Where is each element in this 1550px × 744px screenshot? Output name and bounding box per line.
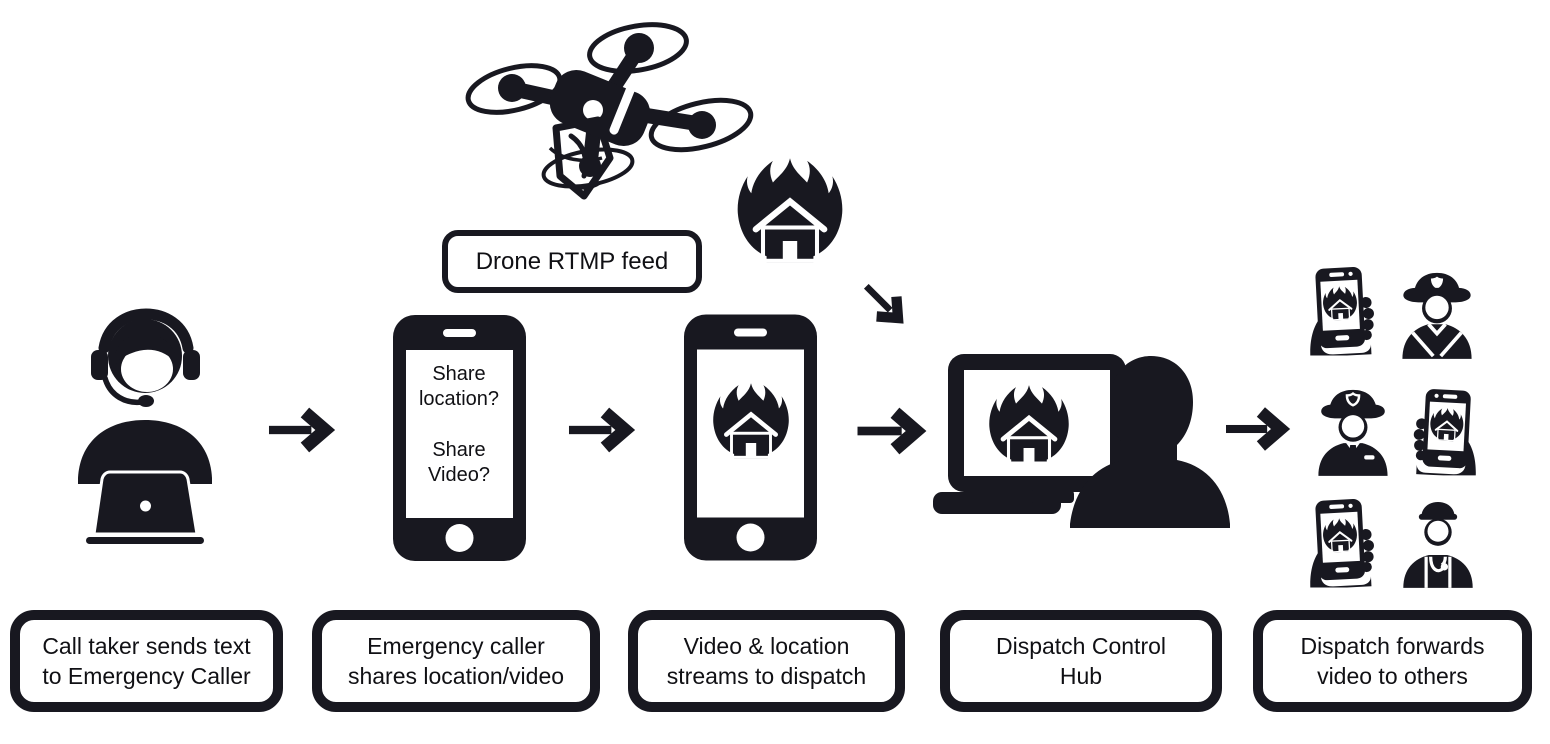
step-label-line: streams to dispatch: [666, 663, 867, 689]
step-box-video-location: Video & location streams to dispatch: [628, 610, 905, 712]
burning-house-on-laptop-icon: [988, 385, 1070, 470]
step-label-line: Video & location: [683, 633, 850, 659]
caller-phone-icon: [393, 315, 526, 561]
burning-house-on-phone-icon: [712, 383, 790, 464]
burning-house-icon: [736, 158, 844, 270]
arrow-down-right-icon: [848, 268, 924, 344]
share-location-prompt: Share location?: [418, 363, 500, 410]
medic-icon: [1403, 502, 1473, 588]
arrow-right-icon: [1226, 404, 1294, 454]
arrow-right-icon: [856, 406, 932, 456]
step-label-line: Dispatch Control: [995, 633, 1167, 659]
drone-feed-label: Drone RTMP feed: [442, 230, 702, 293]
drone-feed-label-text: Drone RTMP feed: [475, 247, 669, 275]
step-label-line: video to others: [1317, 663, 1468, 689]
step-label-line: to Emergency Caller: [42, 663, 251, 689]
firefighter-icon: [1402, 272, 1472, 359]
call-taker-icon: [78, 308, 212, 544]
share-video-prompt: Share Video?: [428, 439, 490, 486]
step-box-dispatch-forwards: Dispatch forwards video to others: [1253, 610, 1532, 712]
hand-holding-phone-icon: [1308, 266, 1384, 356]
arrow-right-icon: [268, 406, 340, 454]
hand-holding-phone-icon: [1308, 496, 1384, 590]
drone-icon: [465, 22, 754, 200]
step-label-line: Emergency caller: [367, 633, 545, 659]
step-box-call-taker: Call taker sends text to Emergency Calle…: [10, 610, 283, 712]
step-label-line: Call taker sends text: [42, 633, 251, 659]
dispatch-hub-icon: [933, 354, 1230, 528]
arrow-right-icon: [568, 406, 640, 454]
step-label-line: shares location/video: [347, 663, 565, 689]
police-officer-icon: [1318, 389, 1388, 476]
step-label-line: Dispatch forwards: [1300, 633, 1485, 659]
step-box-emergency-caller: Emergency caller shares location/video: [312, 610, 600, 712]
step-box-dispatch-hub: Dispatch Control Hub: [940, 610, 1222, 712]
hand-holding-phone-icon: [1404, 388, 1478, 476]
step-label-line: Hub: [1059, 663, 1103, 689]
